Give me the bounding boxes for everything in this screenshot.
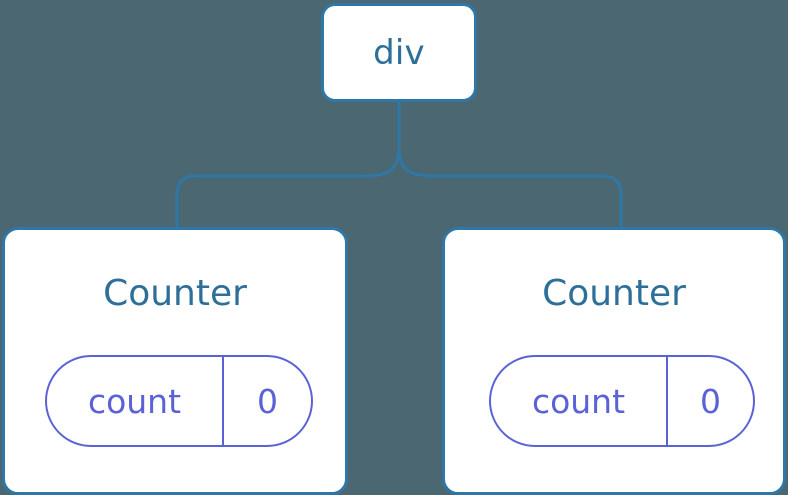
connector-branch-right xyxy=(397,146,623,231)
node-counter-left[interactable]: Counter count 0 xyxy=(2,227,348,495)
counter-right-title: Counter xyxy=(542,273,686,314)
node-div[interactable]: div xyxy=(321,3,477,102)
counter-right-state-key: count xyxy=(491,357,668,445)
counter-left-state-key: count xyxy=(47,357,224,445)
connector-branch-left xyxy=(175,146,401,231)
counter-left-state-pill[interactable]: count 0 xyxy=(45,355,313,447)
counter-left-state-value: 0 xyxy=(257,381,278,421)
counter-right-state-pill[interactable]: count 0 xyxy=(489,355,755,447)
counter-right-state-value: 0 xyxy=(700,381,721,421)
counter-left-title: Counter xyxy=(103,273,247,314)
node-counter-right[interactable]: Counter count 0 xyxy=(442,227,786,495)
node-div-label: div xyxy=(373,32,425,73)
